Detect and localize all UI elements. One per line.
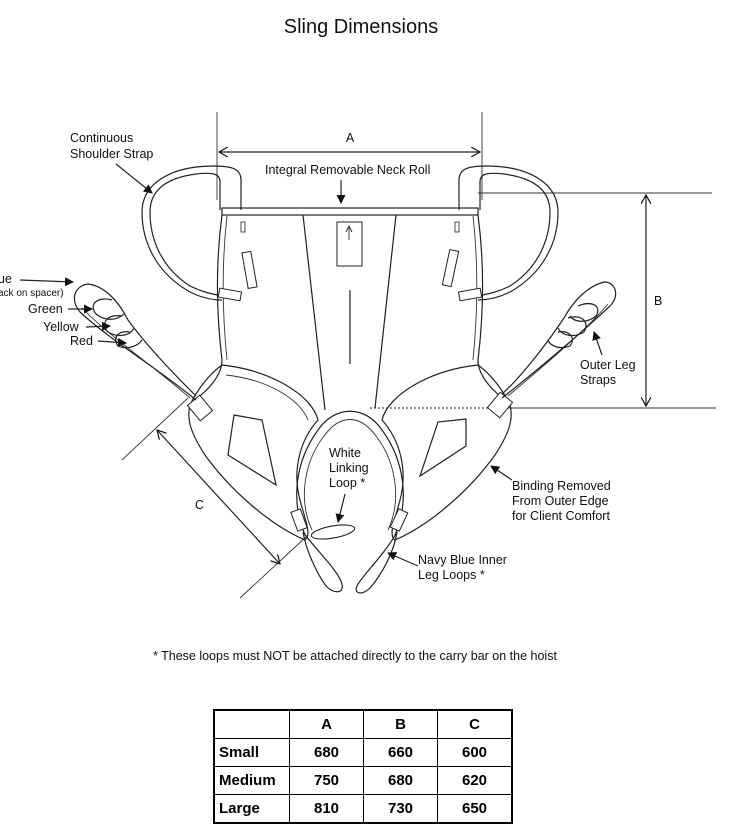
size-name-cell: Large xyxy=(213,794,290,824)
table-row: Small 680 660 600 xyxy=(213,738,513,767)
sling-body xyxy=(186,180,514,541)
dimension-a-label: A xyxy=(346,131,355,145)
loop-blue-pointer xyxy=(19,277,74,287)
dimension-c-cell: 620 xyxy=(437,766,513,795)
inner-leg-loops xyxy=(302,524,398,594)
white-loop-pointer xyxy=(335,493,346,523)
shoulder-strap-label-line1: Continuous xyxy=(70,131,133,145)
loop-red-pointer xyxy=(97,337,127,347)
table-header-corner xyxy=(213,709,290,739)
inner-loop-pointer xyxy=(387,552,419,567)
table-row: Large 810 730 650 xyxy=(213,794,513,824)
dimension-a-cell: 750 xyxy=(289,766,364,795)
diagram-title: Sling Dimensions xyxy=(284,16,439,38)
loop-green-label: Green xyxy=(28,302,63,316)
dimension-a-cell: 680 xyxy=(289,738,364,767)
sling-diagram: Sling Dimensions A B C xyxy=(0,16,716,663)
white-loop-label-line1: White xyxy=(329,446,361,460)
dimension-b-cell: 660 xyxy=(363,738,438,767)
white-loop-label-line2: Linking xyxy=(329,461,369,475)
footnote: * These loops must NOT be attached direc… xyxy=(153,649,557,663)
binding-pointer xyxy=(490,465,513,481)
binding-label-line2: From Outer Edge xyxy=(512,494,609,508)
size-name-cell: Small xyxy=(213,738,290,767)
table-header-b: B xyxy=(363,709,438,739)
table-header-c: C xyxy=(437,709,513,739)
dimension-c-cell: 650 xyxy=(437,794,513,824)
dimension-b: B xyxy=(478,192,716,409)
table-header-a: A xyxy=(289,709,364,739)
dimension-a-cell: 810 xyxy=(289,794,364,824)
sling-dimensions-table: A B C Small 680 660 600 Medium 750 680 6… xyxy=(213,709,513,824)
inner-loop-label-line1: Navy Blue Inner xyxy=(418,553,507,567)
inner-loop-label-line2: Leg Loops * xyxy=(418,568,485,582)
size-name-cell: Medium xyxy=(213,766,290,795)
loop-blue-label: ue xyxy=(0,272,12,286)
left-leg-strap-loops xyxy=(73,283,197,401)
dimension-a: A xyxy=(216,112,483,200)
binding-label-line1: Binding Removed xyxy=(512,479,611,493)
loop-red-label: Red xyxy=(70,334,93,348)
dimension-c-cell: 600 xyxy=(437,738,513,767)
shoulder-strap-label-line2: Shoulder Strap xyxy=(70,147,153,161)
outer-leg-label-line2: Straps xyxy=(580,373,616,387)
white-loop-label-line3: Loop * xyxy=(329,476,365,490)
dimension-b-cell: 730 xyxy=(363,794,438,824)
loop-yellow-pointer xyxy=(85,321,111,331)
loop-blue-note: ack on spacer) xyxy=(0,288,64,299)
shoulder-strap-pointer xyxy=(115,163,153,194)
binding-label-line3: for Client Comfort xyxy=(512,509,610,523)
loop-yellow-label: Yellow xyxy=(43,320,80,334)
dimension-c-label: C xyxy=(195,498,204,512)
table-header-row: A B C xyxy=(213,709,513,739)
dimension-c: C xyxy=(121,397,307,599)
outer-leg-pointer xyxy=(592,331,603,356)
dimension-b-label: B xyxy=(654,294,662,308)
neck-roll-label: Integral Removable Neck Roll xyxy=(265,163,430,177)
shoulder-straps xyxy=(141,165,559,302)
outer-leg-label-line1: Outer Leg xyxy=(580,358,636,372)
right-leg-strap-loops xyxy=(501,281,617,399)
dimension-b-cell: 680 xyxy=(363,766,438,795)
table-row: Medium 750 680 620 xyxy=(213,766,513,795)
